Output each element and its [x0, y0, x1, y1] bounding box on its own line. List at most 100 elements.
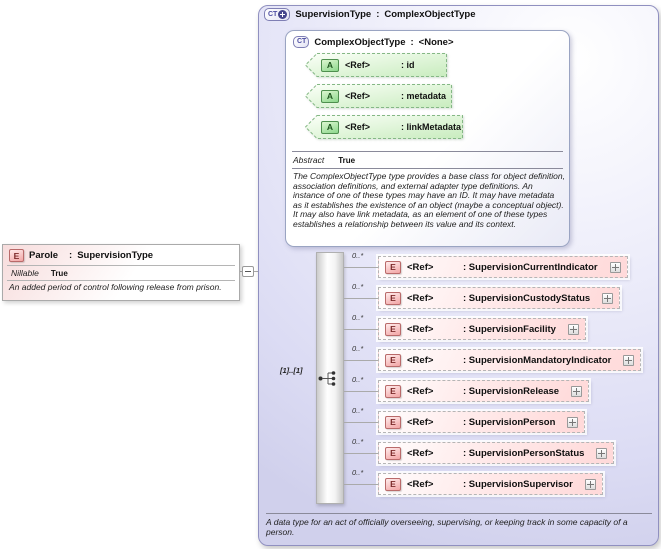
element-icon: E: [385, 353, 401, 367]
complex-type-icon-label: CT: [297, 38, 307, 45]
element-name: : SupervisionFacility: [463, 323, 556, 335]
element-row-supervisionfacility: 0..* E <Ref> : SupervisionFacility: [344, 313, 586, 340]
element-ref-label: <Ref>: [407, 323, 434, 335]
expand-plus-icon[interactable]: [602, 292, 614, 304]
element-box[interactable]: E <Ref> : SupervisionPerson: [378, 411, 586, 433]
element-icon: E: [385, 446, 401, 460]
element-name: : SupervisionPerson: [463, 416, 556, 428]
element-box[interactable]: E <Ref> : SupervisionPersonStatus: [378, 442, 615, 464]
element-ref-label: <Ref>: [407, 447, 434, 459]
abstract-label: Abstract: [293, 155, 325, 165]
element-row-supervisioncurrentindicator: 0..* E <Ref> : SupervisionCurrentIndicat…: [344, 251, 628, 278]
nillable-property-row: Nillable True: [3, 266, 239, 280]
expand-plus-icon[interactable]: [567, 416, 579, 428]
attribute-icon: A: [321, 58, 339, 72]
element-ref-label: <Ref>: [407, 478, 434, 490]
attribute-ref-label: <Ref>: [345, 91, 371, 101]
complex-type-plus-icon: CT: [264, 8, 291, 21]
cardinality-label: 0..*: [352, 406, 364, 415]
element-box[interactable]: E <Ref> : SupervisionSupervisor: [378, 473, 603, 495]
element-icon: E: [385, 322, 401, 336]
complexobjecttype-base-name: <None>: [418, 36, 454, 48]
cardinality-label: 0..*: [352, 437, 364, 446]
colon-separator: :: [69, 250, 73, 261]
element-box-parole[interactable]: E Parole : SupervisionType Nillable True…: [2, 244, 240, 301]
element-name: : SupervisionCurrentIndicator: [463, 261, 598, 273]
element-icon: E: [385, 260, 401, 274]
element-box[interactable]: E <Ref> : SupervisionFacility: [378, 318, 586, 340]
parole-name: Parole: [29, 250, 59, 261]
element-row-supervisioncustodystatus: 0..* E <Ref> : SupervisionCustodyStatus: [343, 282, 621, 309]
cardinality-label: 0..*: [352, 251, 364, 260]
element-box[interactable]: E <Ref> : SupervisionCurrentIndicator: [378, 256, 628, 278]
parole-annotation: An added period of control following rel…: [9, 282, 222, 292]
cardinality-label: 0..*: [352, 313, 364, 322]
supervisiontype-name: SupervisionType: [295, 9, 372, 20]
separator-line: [292, 168, 563, 169]
element-name: : SupervisionPersonStatus: [463, 447, 585, 459]
attribute-id[interactable]: A <Ref> : id: [305, 53, 447, 77]
element-name: : SupervisionSupervisor: [463, 478, 573, 490]
expand-plus-icon[interactable]: [596, 447, 608, 459]
element-row-supervisionperson: 0..* E <Ref> : SupervisionPerson: [343, 406, 586, 433]
complexobjecttype-name: ComplexObjectType: [314, 36, 406, 48]
connector-parole-to-type: [240, 271, 275, 272]
colon-separator: :: [376, 9, 380, 20]
attribute-metadata[interactable]: A <Ref> : metadata: [305, 84, 452, 108]
element-ref-label: <Ref>: [407, 292, 434, 304]
attribute-name: : metadata: [401, 91, 447, 101]
sequence-cardinality-label: [1]..[1]: [280, 366, 303, 375]
parole-header: E Parole : SupervisionType: [3, 245, 239, 265]
cardinality-label: 0..*: [352, 468, 364, 477]
separator-line: [7, 280, 235, 281]
separator-line: [266, 513, 652, 514]
nillable-value: True: [50, 269, 68, 278]
complexobjecttype-header: CT ComplexObjectType : <None>: [293, 36, 454, 48]
abstract-value: True: [338, 156, 356, 165]
expand-plus-icon[interactable]: [567, 323, 579, 335]
colon-separator: :: [410, 36, 414, 48]
plus-circle-icon: [278, 10, 288, 19]
attribute-ref-label: <Ref>: [345, 60, 371, 70]
element-row-supervisionsupervisor: 0..* E <Ref> : SupervisionSupervisor: [344, 468, 603, 495]
collapse-toggle-minus-icon[interactable]: [242, 266, 254, 277]
element-icon: E: [9, 249, 24, 262]
supervisiontype-header: CT SupervisionType : ComplexObjectType: [264, 8, 476, 21]
element-box[interactable]: E <Ref> : SupervisionCustodyStatus: [378, 287, 621, 309]
element-icon: E: [385, 291, 401, 305]
element-box[interactable]: E <Ref> : SupervisionMandatoryIndicator: [378, 349, 642, 371]
attribute-name: : linkMetadata: [401, 122, 462, 132]
nillable-label: Nillable: [11, 268, 39, 278]
element-ref-label: <Ref>: [407, 261, 434, 273]
element-ref-label: <Ref>: [407, 385, 434, 397]
attribute-linkmetadata[interactable]: A <Ref> : linkMetadata: [305, 115, 463, 139]
attribute-name: : id: [401, 60, 415, 70]
sequence-icon: [318, 371, 336, 386]
expand-plus-icon[interactable]: [609, 261, 621, 273]
element-row-supervisionrelease: 0..* E <Ref> : SupervisionRelease: [343, 375, 590, 402]
complex-type-icon: CT: [293, 36, 310, 48]
separator-line: [292, 151, 563, 152]
element-row-supervisionpersonstatus: 0..* E <Ref> : SupervisionPersonStatus: [343, 437, 615, 464]
element-ref-label: <Ref>: [407, 416, 434, 428]
separator-line: [7, 265, 235, 266]
element-name: : SupervisionCustodyStatus: [463, 292, 591, 304]
attribute-icon: A: [321, 120, 339, 134]
expand-plus-icon[interactable]: [623, 354, 635, 366]
supervisiontype-annotation: A data type for an act of officially ove…: [266, 517, 628, 537]
supervisiontype-base-name: ComplexObjectType: [384, 9, 476, 20]
complexobjecttype-annotation: The ComplexObjectType type provides a ba…: [293, 171, 565, 229]
element-icon: E: [385, 415, 401, 429]
element-box[interactable]: E <Ref> : SupervisionRelease: [378, 380, 590, 402]
element-name: : SupervisionRelease: [463, 385, 560, 397]
expand-plus-icon[interactable]: [571, 385, 583, 397]
element-name: : SupervisionMandatoryIndicator: [463, 354, 612, 366]
cardinality-label: 0..*: [352, 344, 364, 353]
attribute-icon: A: [321, 89, 339, 103]
element-ref-label: <Ref>: [407, 354, 434, 366]
element-icon: E: [385, 384, 401, 398]
element-icon: E: [385, 477, 401, 491]
expand-plus-icon[interactable]: [584, 478, 596, 490]
attribute-ref-label: <Ref>: [345, 122, 371, 132]
